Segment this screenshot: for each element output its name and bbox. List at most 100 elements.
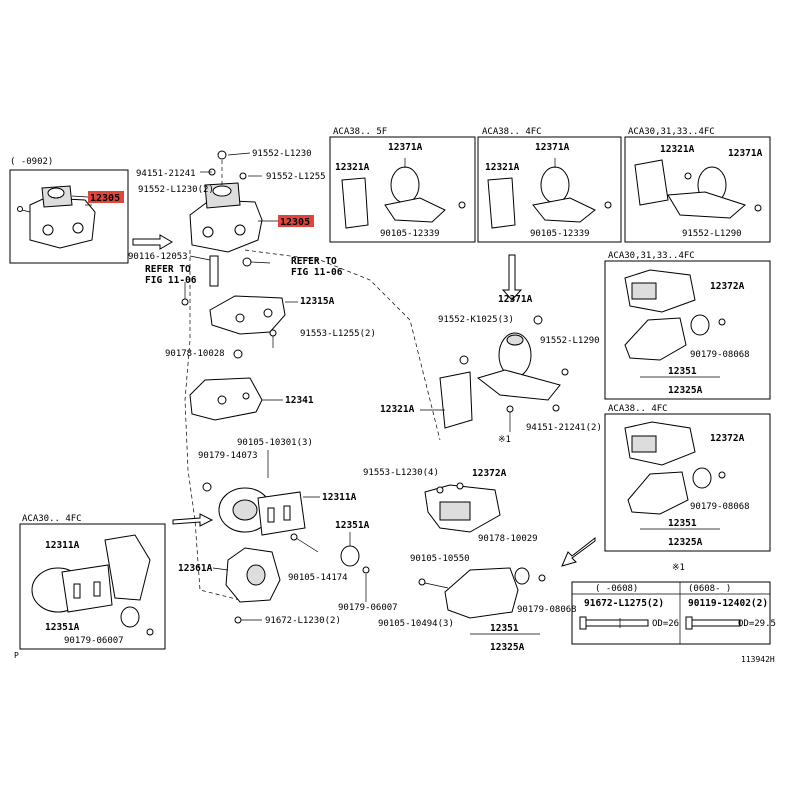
bolt-label-91552-l1255: 91552-L1255 — [266, 172, 326, 182]
bolt-91553-drawing — [269, 329, 277, 348]
bolt-label-90178-10029: 90178-10029 — [478, 534, 538, 544]
bolt-label-90178-10028: 90178-10028 — [165, 349, 225, 359]
box5-title: ACA38.. 4FC — [608, 404, 668, 414]
refer-to-left-line2: FIG 11-06 — [145, 275, 197, 286]
mount-12361a-drawing — [225, 547, 281, 603]
box7-frame — [571, 581, 771, 645]
old-mount-drawing — [17, 185, 96, 249]
box2-bolt: 90105-12339 — [530, 229, 590, 239]
box7-bolt2-drawing — [685, 616, 741, 630]
box7-bolt1-drawing — [579, 616, 649, 630]
box2-title: ACA38.. 4FC — [482, 127, 542, 137]
box5-part-12372a: 12372A — [710, 433, 745, 444]
refer-to-right-line1: REFER TO — [291, 256, 337, 267]
part-12305-highlight-b[interactable] — [278, 215, 314, 227]
box4-bracket-drawing — [624, 269, 726, 361]
box6-part-12351a: 12351A — [45, 622, 80, 633]
part-12305-highlight-a[interactable] — [88, 191, 124, 203]
box4-part-12372a: 12372A — [710, 281, 745, 292]
box5-bracket-drawing — [624, 421, 726, 515]
box6-mount-drawing — [31, 534, 154, 636]
bracket-12325a-drawing — [418, 567, 546, 619]
bolt-90105-14174-drawing — [290, 533, 319, 553]
bolt-label-90105-14174: 90105-14174 — [288, 573, 348, 583]
bolt-label-90179-06007: 90179-06007 — [338, 603, 398, 613]
arrow-right-icon — [132, 234, 173, 250]
box6-frame — [19, 523, 166, 650]
mount-12311a-drawing — [218, 487, 306, 536]
box1-bolt: 90105-12339 — [380, 229, 440, 239]
bolt-label-91552-k1025: 91552-K1025(3) — [438, 315, 514, 325]
box3-frame — [624, 136, 771, 243]
box3-title: ACA30,31,33..4FC — [628, 127, 715, 137]
bolt-label-90179-14073: 90179-14073 — [198, 451, 258, 461]
refer-to-right-line2: FIG 11-06 — [291, 267, 343, 278]
bolt-label-91672-l1230: 91672-L1230(2) — [265, 616, 341, 626]
part-12305-label-b[interactable]: 12305 — [280, 217, 310, 228]
box4-bolt: 90179-08068 — [690, 350, 750, 360]
box5-part-12351: 12351 — [668, 518, 697, 529]
bolt-label-91553-l1255: 91553-L1255(2) — [300, 329, 376, 339]
left-bolt-drawing — [181, 282, 189, 306]
box7-col2-od: OD=29.5 — [738, 619, 776, 629]
box1-frame — [329, 136, 476, 243]
note-mark-2: ※1 — [672, 563, 685, 573]
box4-part-12325a: 12325A — [668, 385, 703, 396]
box7-col1-od: OD=26 — [652, 619, 679, 629]
engine-outline-right — [244, 249, 441, 441]
box7-col2-part: 90119-12402(2) — [688, 598, 768, 609]
part-12305-label-a[interactable]: 12305 — [90, 193, 120, 204]
arrow-right-icon-2 — [172, 513, 214, 527]
box4-part-12351: 12351 — [668, 366, 697, 377]
bushing-12351a-icon — [340, 545, 360, 567]
part-label-12351-main: 12351 — [490, 623, 519, 634]
box6-title: ACA30.. 4FC — [22, 514, 82, 524]
nut-90179-14073-icon — [202, 482, 212, 492]
period-label-main: ( -0902) — [10, 157, 53, 167]
box2-mount-drawing — [487, 158, 612, 229]
old-mount-frame — [9, 169, 129, 264]
bolt-label-90179-08068-main: 90179-08068 — [517, 605, 577, 615]
box3-mount-drawing — [634, 159, 762, 219]
mount-12371a-mid-drawing — [439, 315, 569, 432]
bolt-label-90105-10301: 90105-10301(3) — [237, 438, 313, 448]
figure-id-label: 113942H — [741, 655, 775, 664]
bolt-label-94151-21241: 94151-21241 — [136, 169, 196, 179]
bracket-12341-drawing — [189, 377, 263, 421]
bolt-91672-drawing — [234, 616, 262, 624]
bracket-12372a-drawing — [424, 482, 501, 533]
arrow-down-left-icon — [561, 536, 596, 567]
part-label-12371a-mid: 12371A — [498, 294, 533, 305]
part-label-12361a: 12361A — [178, 563, 213, 574]
bolt-label-90105-10550: 90105-10550 — [410, 554, 470, 564]
box6-part-12311a: 12311A — [45, 540, 80, 551]
engine-outline-left — [184, 250, 241, 601]
box5-bolt: 90179-08068 — [690, 502, 750, 512]
bolt-label-91552-l1230: 91552-L1230 — [252, 149, 312, 159]
part-label-12341: 12341 — [285, 395, 314, 406]
box3-part-12371a: 12371A — [728, 148, 763, 159]
box4-title: ACA30,31,33..4FC — [608, 251, 695, 261]
main-upper-mount-drawing — [189, 150, 263, 287]
part-label-12311a-main: 12311A — [322, 492, 357, 503]
bolt-label-91553-l1230: 91553-L1230(4) — [363, 468, 439, 478]
box1-part-12321a: 12321A — [335, 162, 370, 173]
nut-90179-06007-icon — [362, 566, 370, 574]
bolt-label-90105-10494: 90105-10494(3) — [378, 619, 454, 629]
bolt-label-91552-l1230-2: 91552-L1230(2) — [138, 185, 214, 195]
bracket-12315a-drawing — [209, 295, 286, 335]
refer-to-left-line1: REFER TO — [145, 264, 191, 275]
bolt-label-94151-21241-2: 94151-21241(2) — [526, 423, 602, 433]
box7-col1-part: 91672-L1275(2) — [584, 598, 664, 609]
right-bolt-drawing — [242, 257, 271, 267]
box2-part-12371a: 12371A — [535, 142, 570, 153]
bolt-label-90116-12053: 90116-12053 — [128, 252, 188, 262]
part-label-12351a-main: 12351A — [335, 520, 370, 531]
box1-title: ACA38.. 5F — [333, 127, 387, 137]
arrow-down-icon — [501, 254, 523, 301]
box2-frame — [477, 136, 622, 243]
nut-90178-icon — [233, 349, 243, 359]
part-label-12325a-main: 12325A — [490, 642, 525, 653]
box2-part-12321a: 12321A — [485, 162, 520, 173]
